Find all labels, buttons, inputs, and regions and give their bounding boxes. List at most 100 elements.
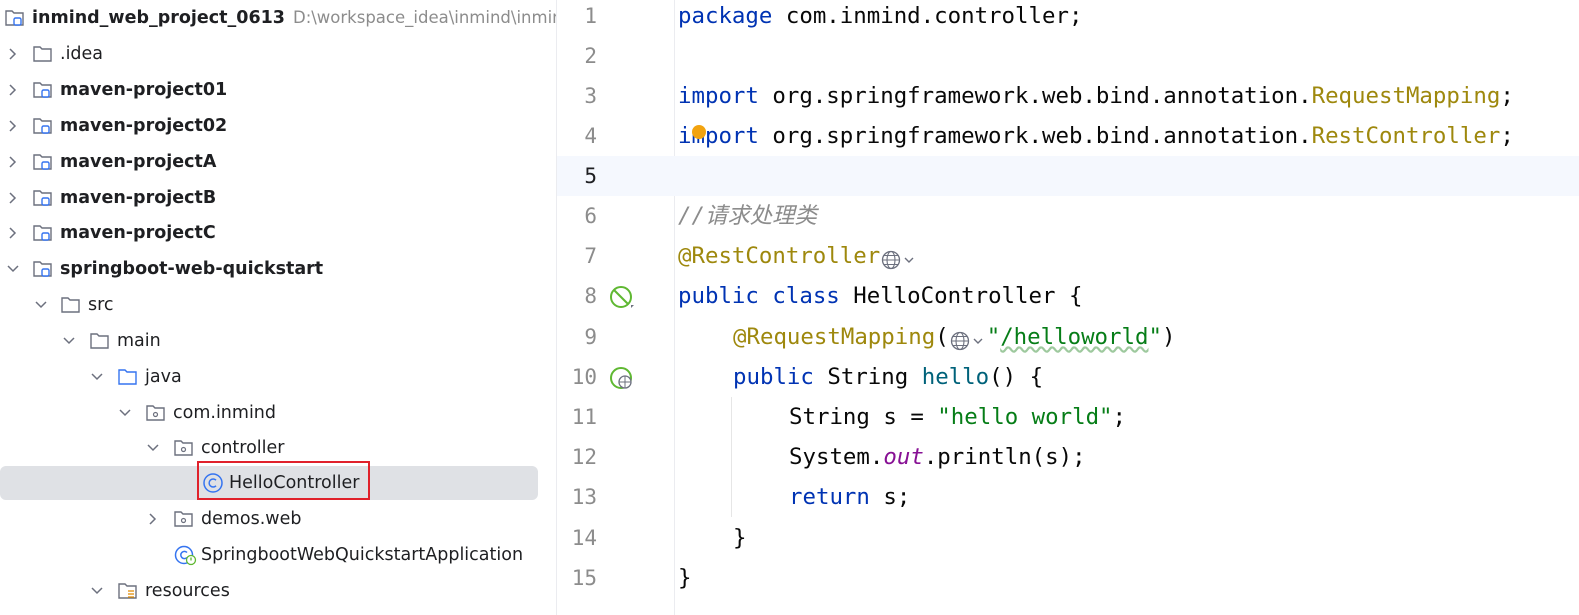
- tree-item-java[interactable]: java: [0, 359, 556, 395]
- tree-item-application-class[interactable]: SpringbootWebQuickstartApplication: [0, 537, 556, 573]
- lightbulb-icon[interactable]: [692, 125, 706, 139]
- line-number: 6: [584, 204, 597, 228]
- code-text: }: [678, 565, 692, 591]
- tree-item-label: main: [117, 331, 161, 351]
- folder-icon: [32, 44, 54, 64]
- chevron-down-icon[interactable]: [89, 369, 105, 385]
- tree-item-demos-web[interactable]: demos.web: [0, 501, 556, 537]
- code-line-4[interactable]: 4 import org.springframework.web.bind.an…: [557, 116, 1579, 156]
- tree-item-label: maven-projectA: [60, 152, 217, 172]
- code-line-15[interactable]: 15 }: [557, 558, 1579, 598]
- code-line-14[interactable]: 14 }: [557, 518, 1579, 558]
- tree-item-resources[interactable]: resources: [0, 573, 556, 609]
- code-text: package com.inmind.controller;: [678, 3, 1083, 29]
- folder-icon: [60, 295, 82, 315]
- chevron-right-icon[interactable]: [5, 225, 21, 241]
- tree-item-label: controller: [201, 438, 285, 458]
- chevron-right-icon[interactable]: [5, 46, 21, 62]
- line-number: 1: [584, 4, 597, 28]
- highlight-box: [197, 461, 370, 500]
- code-editor[interactable]: 1 package com.inmind.controller; 2 3 imp…: [557, 0, 1579, 615]
- line-number: 15: [571, 566, 597, 590]
- code-line-5[interactable]: 5: [557, 156, 1579, 197]
- chevron-down-icon[interactable]: [145, 440, 161, 456]
- code-line-13[interactable]: 13 return s;: [557, 477, 1579, 517]
- bean-gutter-icon[interactable]: [609, 285, 634, 309]
- code-line-2[interactable]: 2: [557, 36, 1579, 76]
- module-icon: [32, 116, 54, 136]
- chevron-right-icon[interactable]: [145, 511, 161, 527]
- chevron-right-icon[interactable]: [5, 190, 21, 206]
- code-text: String s = "hello world";: [789, 404, 1127, 430]
- line-number: 5: [584, 164, 597, 188]
- class-icon: [202, 472, 224, 493]
- line-number: 8: [584, 284, 597, 308]
- folder-icon: [89, 331, 111, 351]
- code-text: import org.springframework.web.bind.anno…: [678, 123, 1514, 149]
- module-icon: [32, 80, 54, 100]
- line-number: 3: [584, 84, 597, 108]
- tree-item-label: HelloController: [229, 473, 360, 493]
- code-line-7[interactable]: 7 @RestController: [557, 236, 1579, 276]
- project-tree: inmind_web_project_0613 D:\workspace_idea…: [0, 0, 557, 615]
- tree-item-maven-projectB[interactable]: maven-projectB: [0, 180, 556, 216]
- code-text: public class HelloController {: [678, 283, 1083, 309]
- chevron-down-icon[interactable]: [117, 405, 133, 421]
- tree-item-label: maven-project02: [60, 116, 228, 136]
- tree-root[interactable]: inmind_web_project_0613 D:\workspace_idea…: [0, 0, 556, 36]
- module-icon: [32, 152, 54, 172]
- tree-item-src[interactable]: src: [0, 287, 556, 323]
- line-number: 13: [571, 485, 597, 509]
- code-line-12[interactable]: 12 System.out.println(s);: [557, 437, 1579, 477]
- globe-inlay-icon[interactable]: [949, 325, 987, 350]
- chevron-right-icon[interactable]: [5, 118, 21, 134]
- code-line-9[interactable]: 9 @RequestMapping("/helloworld"): [557, 317, 1579, 357]
- line-number: 12: [571, 445, 597, 469]
- code-line-3[interactable]: 3 import org.springframework.web.bind.an…: [557, 76, 1579, 116]
- web-endpoint-gutter-icon[interactable]: [609, 366, 633, 390]
- package-icon: [145, 403, 167, 423]
- tree-item-idea[interactable]: .idea: [0, 36, 556, 72]
- tree-root-path: D:\workspace_idea\inmind\inmin: [292, 8, 557, 27]
- url-link[interactable]: /helloworld: [1000, 324, 1149, 350]
- chevron-right-icon[interactable]: [5, 82, 21, 98]
- package-icon: [173, 509, 195, 529]
- code-text: public String hello() {: [733, 364, 1044, 390]
- source-folder-icon: [117, 367, 139, 387]
- line-number: 10: [571, 365, 597, 389]
- code-line-10[interactable]: 10 public String hello() {: [557, 357, 1579, 397]
- package-icon: [173, 438, 195, 458]
- tree-item-label: com.inmind: [173, 403, 277, 423]
- chevron-down-icon[interactable]: [61, 333, 77, 349]
- tree-item-springboot-web-quickstart[interactable]: springboot-web-quickstart: [0, 251, 556, 287]
- code-line-6[interactable]: 6 //请求处理类: [557, 196, 1579, 236]
- resources-folder-icon: [117, 581, 139, 601]
- tree-item-maven-projectA[interactable]: maven-projectA: [0, 144, 556, 180]
- code-line-1[interactable]: 1 package com.inmind.controller;: [557, 0, 1579, 36]
- chevron-down-icon[interactable]: [89, 583, 105, 599]
- code-text: System.out.println(s);: [789, 444, 1086, 470]
- tree-item-label: java: [145, 367, 182, 387]
- tree-root-label: inmind_web_project_0613: [32, 8, 285, 28]
- tree-item-com-inmind[interactable]: com.inmind: [0, 395, 556, 431]
- code-text: @RequestMapping("/helloworld"): [733, 324, 1176, 350]
- tree-item-main[interactable]: main: [0, 323, 556, 359]
- code-line-8[interactable]: 8 public class HelloController {: [557, 276, 1579, 316]
- tree-item-maven-project02[interactable]: maven-project02: [0, 108, 556, 144]
- code-line-11[interactable]: 11 String s = "hello world";: [557, 397, 1579, 437]
- line-number: 2: [584, 44, 597, 68]
- module-icon: [32, 223, 54, 243]
- code-text: @RestController: [678, 236, 918, 276]
- tree-item-controller[interactable]: controller: [0, 430, 556, 466]
- tree-item-label: demos.web: [201, 509, 302, 529]
- module-icon: [32, 188, 54, 208]
- tree-item-label: maven-projectB: [60, 188, 217, 208]
- chevron-right-icon[interactable]: [5, 154, 21, 170]
- line-number: 11: [571, 405, 597, 429]
- tree-item-maven-project01[interactable]: maven-project01: [0, 72, 556, 108]
- tree-item-hello-controller[interactable]: HelloController: [0, 465, 556, 501]
- chevron-down-icon[interactable]: [33, 297, 49, 313]
- globe-inlay-icon[interactable]: [880, 244, 918, 269]
- chevron-down-icon[interactable]: [5, 261, 21, 277]
- tree-item-maven-projectC[interactable]: maven-projectC: [0, 215, 556, 251]
